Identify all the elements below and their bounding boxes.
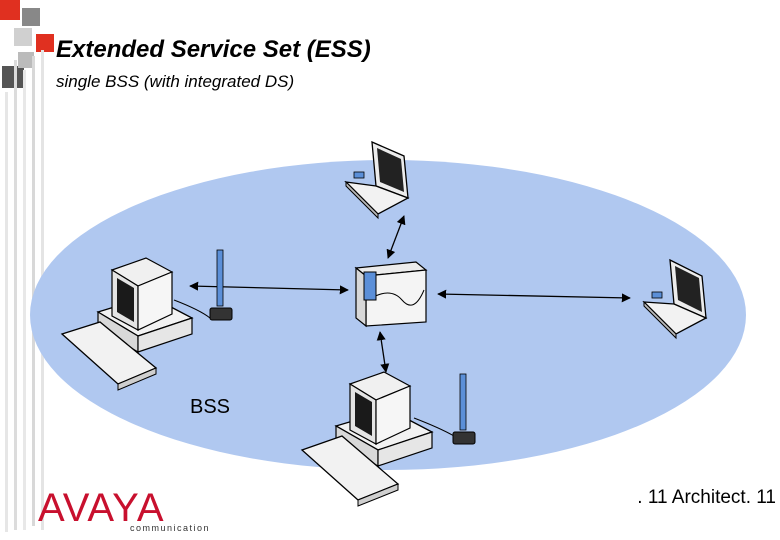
- link-ap-laptop-right: [437, 289, 631, 303]
- laptop-right-icon: [642, 258, 708, 340]
- slide-footer: . 11 Architect. 11: [637, 487, 776, 508]
- link-ap-desktop-bottom: [376, 331, 390, 373]
- desktop-bottom-icon: [300, 371, 476, 507]
- corner-decoration: [0, 0, 54, 88]
- link-ap-desktop-left: [189, 281, 349, 295]
- laptop-top-icon: [344, 140, 410, 220]
- avaya-logo-tagline: communication: [130, 523, 211, 533]
- slide-title: Extended Service Set (ESS): [56, 36, 371, 63]
- slide-subtitle: single BSS (with integrated DS): [56, 72, 295, 91]
- desktop-left-icon: [60, 249, 233, 391]
- bss-label: BSS: [190, 396, 231, 418]
- avaya-logo: AVAYA: [38, 486, 165, 530]
- links: [189, 215, 631, 373]
- link-ap-laptop-top: [386, 215, 406, 259]
- access-point-icon: [354, 261, 428, 328]
